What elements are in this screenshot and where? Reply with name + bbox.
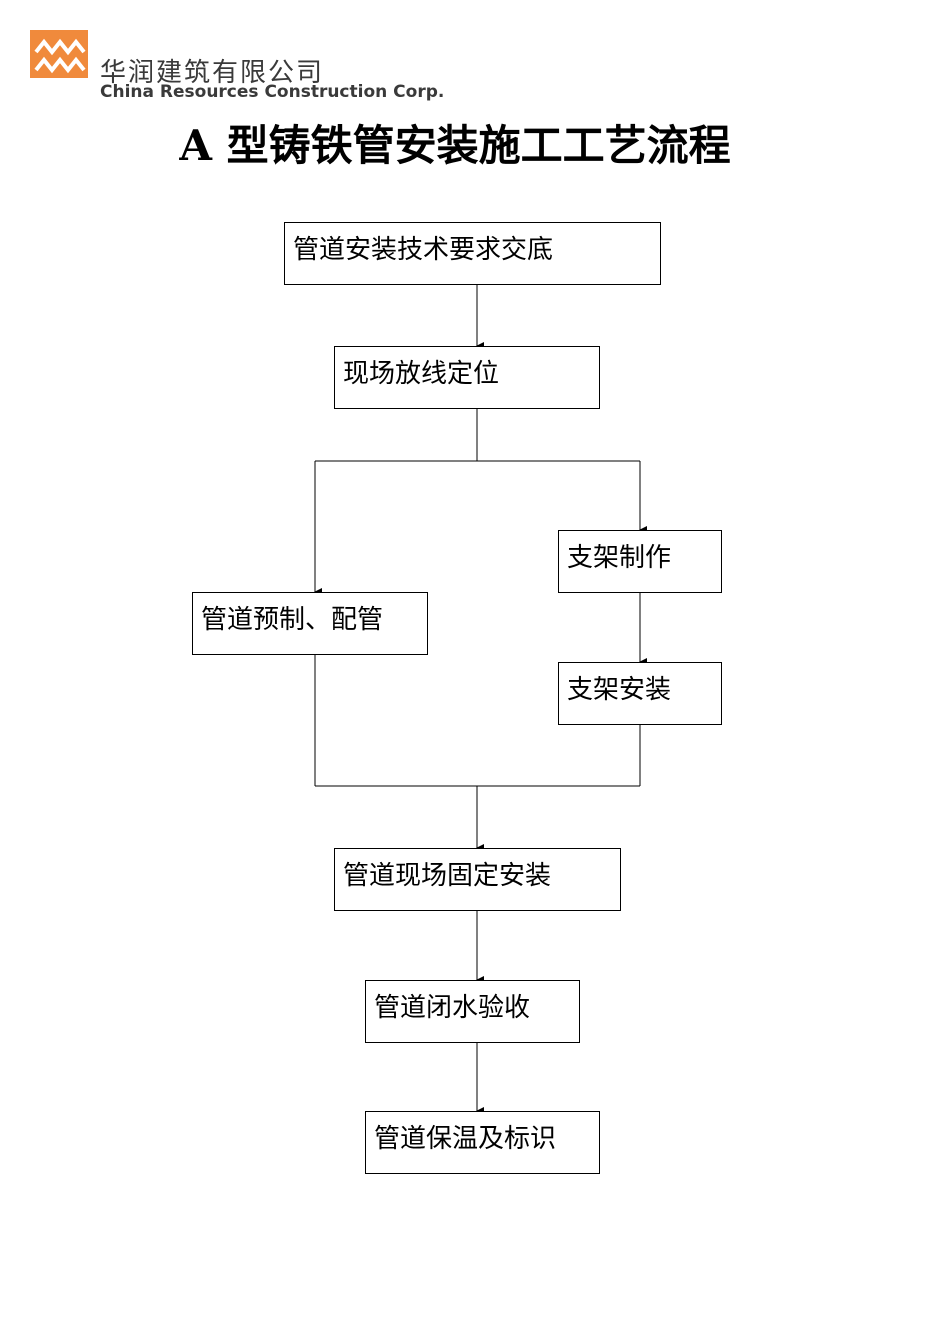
logo-company-cn: 华润建筑有限公司 [100,58,325,88]
logo-mark-icon [30,30,88,78]
company-logo: 华润建筑有限公司 China Resources Construction Co… [30,30,460,102]
step-bracket-installation: 支架安装 [558,662,722,725]
step-bracket-fabrication: 支架制作 [558,530,722,593]
step-pipe-prefabrication: 管道预制、配管 [192,592,428,655]
page-title: A 型铸铁管安装施工工艺流程 [179,121,731,170]
step-pipe-fixing: 管道现场固定安装 [334,848,621,911]
logo-company-en: China Resources Construction Corp. [100,82,445,102]
step-technical-briefing: 管道安装技术要求交底 [284,222,661,285]
step-site-layout: 现场放线定位 [334,346,600,409]
step-insulation-marking: 管道保温及标识 [365,1111,600,1174]
step-closed-water-test: 管道闭水验收 [365,980,580,1043]
